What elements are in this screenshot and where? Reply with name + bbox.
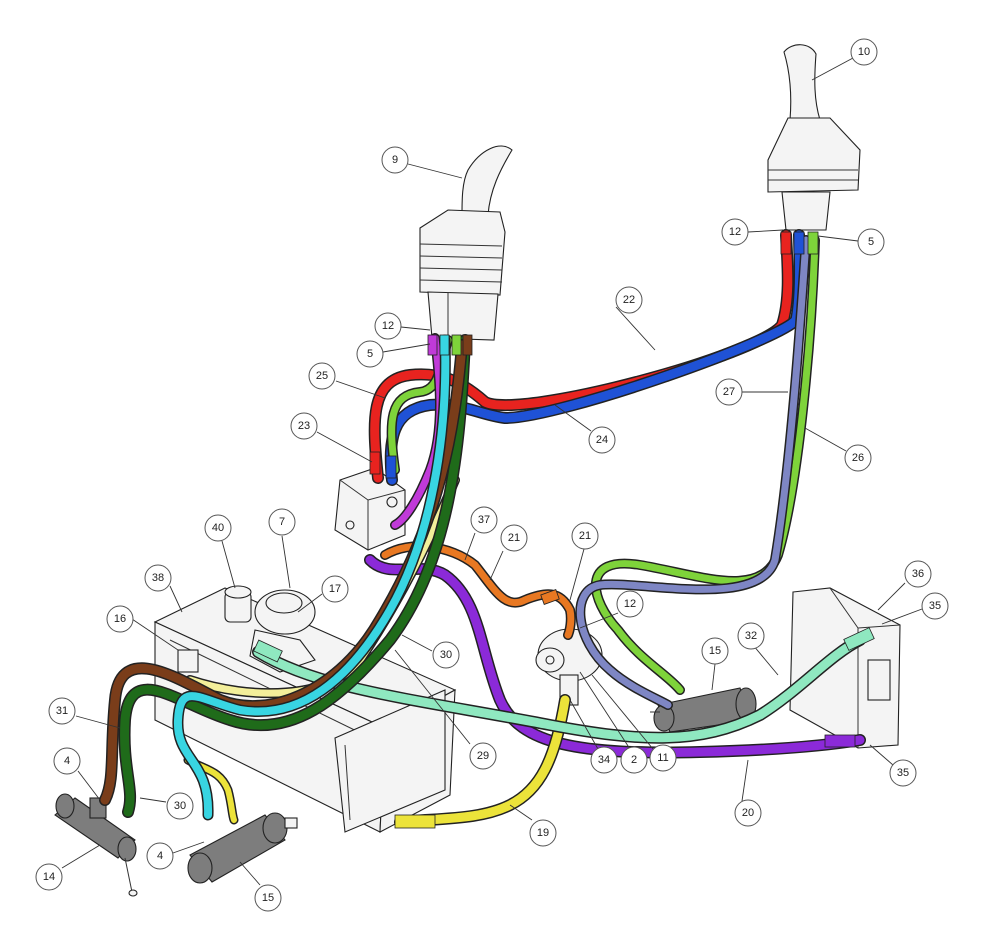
callout-12-label: 12 — [729, 226, 741, 238]
hose-30-darkgreen — [120, 335, 470, 817]
callout-5-label: 5 — [868, 236, 874, 248]
left-joystick — [419, 145, 513, 341]
callout-40: 40 — [204, 514, 232, 542]
callout-14-label: 14 — [43, 871, 55, 883]
callout-25-label: 25 — [316, 370, 328, 382]
callout-16: 16 — [106, 605, 134, 633]
callout-21-label: 21 — [579, 530, 591, 542]
callout-30-bottom: 30 — [166, 792, 194, 820]
callout-35-top: 35 — [921, 592, 949, 620]
control-valve-block — [334, 467, 406, 551]
callout-31-label: 31 — [56, 705, 68, 717]
callout-19: 19 — [529, 819, 557, 847]
fittings — [253, 231, 875, 829]
callout-35-bottom: 35 — [889, 759, 917, 787]
callout-20-label: 20 — [742, 807, 754, 819]
callout-10: 10 — [850, 38, 878, 66]
callout-15-bottom: 15 — [254, 884, 282, 912]
callout-19-label: 19 — [537, 827, 549, 839]
callout-14: 14 — [35, 863, 63, 891]
hose-mint — [253, 635, 865, 743]
callout-2-label: 2 — [631, 754, 637, 766]
callout-11-label: 11 — [657, 752, 668, 764]
callout-10-label: 10 — [858, 46, 870, 58]
callout-11: 11 — [649, 744, 677, 772]
callout-37: 37 — [470, 506, 498, 534]
callout-30-top: 30 — [432, 641, 460, 669]
controller-box — [789, 587, 901, 749]
callout-21-label: 21 — [508, 532, 520, 544]
callout-35-label: 35 — [929, 600, 941, 612]
callout-37-label: 37 — [478, 514, 490, 526]
callout-12-label: 12 — [624, 598, 636, 610]
callout-30-label: 30 — [174, 800, 186, 812]
callout-5-right-joystick: 5 — [857, 228, 885, 256]
callout-23: 23 — [290, 412, 318, 440]
callout-40-label: 40 — [212, 522, 224, 534]
callout-5-left-joystick: 5 — [356, 340, 384, 368]
callout-22: 22 — [615, 286, 643, 314]
callout-12-right-joystick: 12 — [721, 218, 749, 246]
hose-27-bluegray — [576, 236, 810, 709]
callout-25: 25 — [308, 362, 336, 390]
callout-29-label: 29 — [477, 750, 489, 762]
callout-20: 20 — [734, 799, 762, 827]
callout-23-label: 23 — [298, 420, 310, 432]
hose-26-green — [592, 236, 819, 694]
right-joystick — [767, 44, 861, 231]
callout-2: 2 — [620, 746, 648, 774]
callout-29: 29 — [469, 742, 497, 770]
callout-9-label: 9 — [392, 154, 398, 166]
callout-34: 34 — [590, 746, 618, 774]
callout-4-label: 4 — [157, 850, 163, 862]
callout-21-left: 21 — [500, 524, 528, 552]
callout-4-left: 4 — [53, 747, 81, 775]
callout-32: 32 — [737, 622, 765, 650]
callout-7-label: 7 — [279, 516, 285, 528]
callout-27: 27 — [715, 378, 743, 406]
callout-12-left-joystick: 12 — [374, 312, 402, 340]
callout-15-label: 15 — [709, 645, 721, 657]
leader-lines — [61, 57, 923, 886]
callout-27-label: 27 — [723, 386, 735, 398]
callout-24: 24 — [588, 426, 616, 454]
hose-29-cyan — [173, 336, 450, 819]
hose-22-red — [370, 230, 793, 483]
callout-38-label: 38 — [152, 572, 164, 584]
callout-24-label: 24 — [596, 434, 608, 446]
callout-4-bottom: 4 — [146, 842, 174, 870]
callout-9: 9 — [381, 146, 409, 174]
hose-magenta — [391, 334, 444, 529]
callout-21-right: 21 — [571, 522, 599, 550]
cylinder-right — [650, 687, 757, 733]
callout-15-right: 15 — [701, 637, 729, 665]
callout-38: 38 — [144, 564, 172, 592]
callout-12-flow-divider: 12 — [616, 590, 644, 618]
callout-15-label: 15 — [262, 892, 274, 904]
callout-26-label: 26 — [852, 452, 864, 464]
callout-17: 17 — [321, 575, 349, 603]
callout-36-label: 36 — [912, 568, 924, 580]
callout-16-label: 16 — [114, 613, 126, 625]
callout-36: 36 — [904, 560, 932, 588]
callout-26: 26 — [844, 444, 872, 472]
callout-34-label: 34 — [598, 754, 610, 766]
callout-22-label: 22 — [623, 294, 635, 306]
callout-35-label: 35 — [897, 767, 909, 779]
callout-31: 31 — [48, 697, 76, 725]
callout-32-label: 32 — [745, 630, 757, 642]
callout-5-label: 5 — [367, 348, 373, 360]
cylinder-left — [54, 793, 138, 897]
callout-30-label: 30 — [440, 649, 452, 661]
callout-7: 7 — [268, 508, 296, 536]
callout-17-label: 17 — [329, 583, 341, 595]
callout-4-label: 4 — [64, 755, 70, 767]
cylinder-bottom — [187, 812, 298, 884]
callout-12-label: 12 — [382, 320, 394, 332]
